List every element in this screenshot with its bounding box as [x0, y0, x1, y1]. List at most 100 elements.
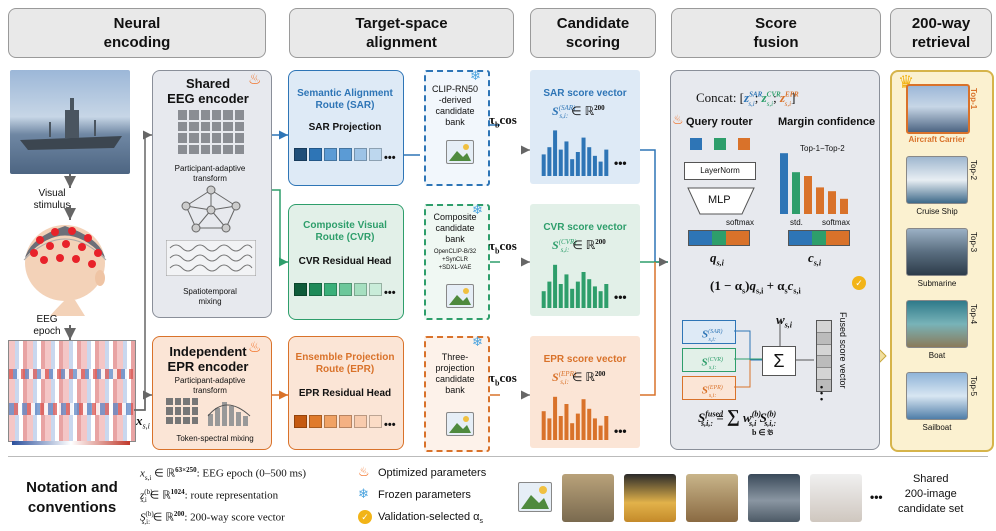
router-input-blue: [690, 138, 702, 150]
score-bar: [547, 418, 552, 440]
route-epr-panel: [288, 336, 404, 450]
fusion-formula: (1 − αs)qs,i + αscs,i: [710, 278, 801, 296]
margin-confidence-label: Margin confidence: [778, 116, 876, 128]
softmax-label-2: softmax: [822, 218, 851, 227]
eeg-colorbar: [12, 441, 130, 445]
dots-icon: •••: [384, 287, 396, 299]
independent-epr-encoder-panel: [152, 336, 272, 450]
score-bar: [570, 159, 575, 176]
eeg-cap-icon: [23, 225, 107, 316]
score-bar: [570, 423, 575, 440]
shared-encoder-title: Shared EEG encoder: [167, 76, 249, 106]
margin-bars: [780, 153, 848, 214]
retrieval-name-label: Aircraft Carrier: [908, 135, 966, 144]
score-sar-title: SAR score vector: [543, 88, 627, 99]
score-bar: [587, 408, 592, 440]
retrieval-image-4: [906, 300, 968, 348]
validation-check-icon: ✓: [852, 276, 866, 290]
bank-epr-text: Three- projection candidate bank: [435, 352, 475, 395]
candidate-image-cart: [562, 474, 614, 522]
spectral-bars-icon: [207, 402, 251, 426]
waveform-icon: [166, 240, 256, 276]
encoder-grid: [178, 110, 244, 154]
score-bar: [598, 291, 603, 308]
validation-check-icon: ✓: [358, 510, 372, 524]
eeg-head-illustration: [10, 218, 130, 316]
score-bar: [575, 281, 580, 308]
notation-title: Notation and conventions: [26, 479, 118, 516]
header-score-fusion: Score fusion: [671, 8, 881, 58]
notation-z: z(b)s,i ∈ ℝ1024: route representation: [140, 488, 279, 504]
notation-divider: [8, 456, 988, 457]
token-grid: [166, 398, 198, 424]
layernorm-box: LayerNorm: [684, 162, 756, 180]
route-cvr-head: CVR Residual Head: [298, 256, 392, 267]
sum-subscript: b ∈ 𝔅: [752, 428, 774, 437]
ship-icon: [20, 98, 122, 150]
score-cvr-bars: [541, 264, 609, 308]
c-label: cs,i: [808, 250, 822, 268]
fusion-input-cvr: S(CVR)s,i:: [682, 348, 736, 372]
spatiotemporal-label: Spatiotemporal mixing: [183, 287, 237, 306]
image-stack-icon: [446, 412, 474, 436]
notation-x: xs,i ∈ ℝ63×250: EEG epoch (0–500 ms): [140, 466, 306, 482]
candidate-image-prairie-dog: [686, 474, 738, 522]
legend-frozen: Frozen parameters: [378, 489, 471, 501]
token-spectral-label: Token-spectral mixing: [176, 434, 254, 443]
route-cvr-panel: [288, 204, 404, 320]
score-bar: [564, 404, 569, 440]
header-200-way-retrieval: 200-way retrieval: [890, 8, 992, 58]
dots-icon: •••: [614, 156, 627, 170]
fusion-input-epr: S(EPR)s,i:: [682, 376, 736, 400]
tau-cos-epr: τbcos: [489, 370, 517, 388]
score-bar: [587, 147, 592, 176]
concat-label: Concat: [zSARs,i; zCVRs,i; zEPRs,i]: [696, 90, 799, 108]
route-cvr-swatches: •••: [294, 283, 396, 301]
tau-cos-cvr: τbcos: [489, 238, 517, 256]
score-bar: [541, 154, 546, 176]
eeg-epoch-label: EEG epoch: [33, 314, 61, 337]
retrieval-image-3: [906, 228, 968, 276]
snowflake-icon: ❄: [358, 486, 369, 501]
score-bar: [547, 281, 552, 308]
candidate-image-car: [748, 474, 800, 522]
score-bar: [604, 416, 609, 440]
dots-icon: •••: [870, 490, 883, 504]
mlp-label: MLP: [708, 194, 731, 206]
route-sar-panel: [288, 70, 404, 186]
score-bar: [553, 396, 558, 440]
retrieval-rank-label: Top-2: [969, 160, 978, 181]
retrieval-name-label: Boat: [928, 351, 946, 360]
route-sar-head: SAR Projection: [308, 122, 382, 133]
score-bar: [558, 416, 563, 440]
q-vector: [688, 230, 750, 246]
score-bar: [541, 411, 546, 440]
shared-participant-label: Participant-adaptive transform: [174, 164, 246, 183]
image-stack-icon: [446, 284, 474, 308]
margin-bar: [816, 187, 824, 214]
tau-cos-sar: τbcos: [489, 112, 517, 130]
legend-optimized: Optimized parameters: [378, 467, 487, 479]
margin-bar: [792, 172, 800, 214]
router-input-orange: [738, 138, 750, 150]
header-neural-encoding: Neural encoding: [8, 8, 266, 58]
score-epr-symbol: S(EPR)s,i: ∈ ℝ200: [552, 370, 606, 387]
route-cvr-title: Composite Visual Route (CVR): [303, 220, 387, 243]
image-stack-icon: [518, 482, 552, 512]
margin-bar: [780, 153, 788, 214]
retrieval-name-label: Sailboat: [922, 423, 952, 432]
fire-icon: ♨: [248, 71, 262, 88]
fire-icon: ♨: [248, 339, 262, 356]
score-bar: [598, 161, 603, 176]
bank-sar-text: CLIP-RN50 -derived candidate bank: [431, 84, 478, 127]
retrieval-rank-label: Top-4: [969, 304, 978, 325]
route-epr-head: EPR Residual Head: [298, 388, 392, 399]
shared-candidate-set-label: Shared 200-image candidate set: [898, 473, 964, 515]
route-sar-title: Semantic Alignment Route (SAR): [297, 88, 393, 111]
route-epr-title: Ensemble Projection Route (EPR): [295, 352, 395, 375]
header-candidate-scoring: Candidate scoring: [530, 8, 656, 58]
c-vector: [788, 230, 850, 246]
legend-validation: Validation-selected αs: [378, 511, 484, 526]
snowflake-icon: ❄: [472, 334, 483, 349]
q-label: qs,i: [710, 250, 724, 268]
